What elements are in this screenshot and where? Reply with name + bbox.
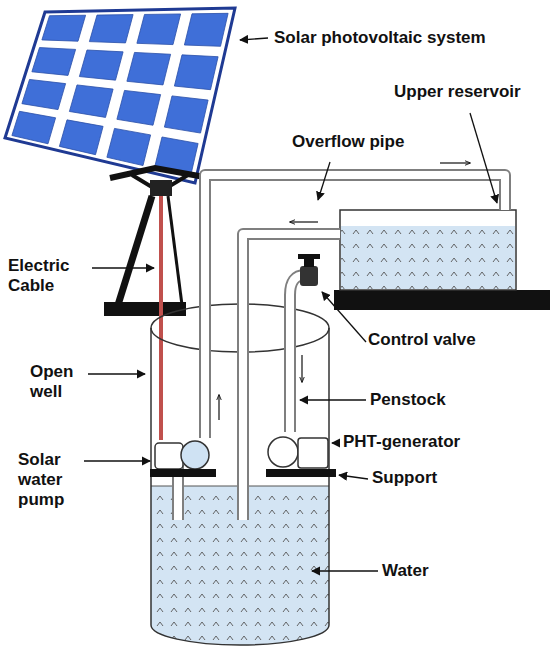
part-label: Electric Cable bbox=[8, 256, 88, 296]
solar-cell bbox=[184, 13, 228, 46]
solar-cell bbox=[69, 85, 113, 117]
solar-cell bbox=[164, 96, 208, 133]
control-valve bbox=[298, 254, 320, 286]
solar-cell bbox=[42, 15, 86, 41]
pipes bbox=[178, 175, 505, 520]
solar-cell bbox=[32, 48, 76, 76]
platform bbox=[334, 290, 550, 310]
panel-mount bbox=[104, 168, 210, 316]
solar-cell bbox=[107, 128, 151, 165]
solar-cell bbox=[89, 15, 133, 43]
solar-cell bbox=[12, 111, 56, 143]
part-label: PHT-generator bbox=[343, 432, 460, 452]
pht-generator bbox=[266, 437, 336, 477]
solar-cell bbox=[59, 120, 103, 155]
part-label: Solar photovoltaic system bbox=[274, 28, 486, 48]
solar-cell bbox=[137, 14, 181, 45]
solar-cell bbox=[117, 90, 161, 125]
solar-cell bbox=[174, 55, 218, 90]
part-label: Solar water pump bbox=[18, 450, 80, 510]
solar-cell bbox=[79, 50, 123, 80]
solar-cell bbox=[127, 52, 171, 84]
part-label: Overflow pipe bbox=[292, 132, 404, 152]
leader-arrows bbox=[84, 38, 497, 571]
solar-panel bbox=[5, 8, 235, 183]
part-label: Water bbox=[382, 561, 429, 581]
part-label: Control valve bbox=[368, 330, 476, 350]
solar-water-pump bbox=[150, 441, 216, 477]
flow-arrows bbox=[219, 163, 470, 420]
part-label: Upper reservoir bbox=[394, 82, 521, 102]
solar-cell bbox=[22, 79, 66, 109]
part-label: Support bbox=[372, 468, 437, 488]
part-label: Open well bbox=[30, 362, 86, 402]
upper-reservoir bbox=[340, 210, 516, 290]
part-label: Penstock bbox=[370, 390, 446, 410]
